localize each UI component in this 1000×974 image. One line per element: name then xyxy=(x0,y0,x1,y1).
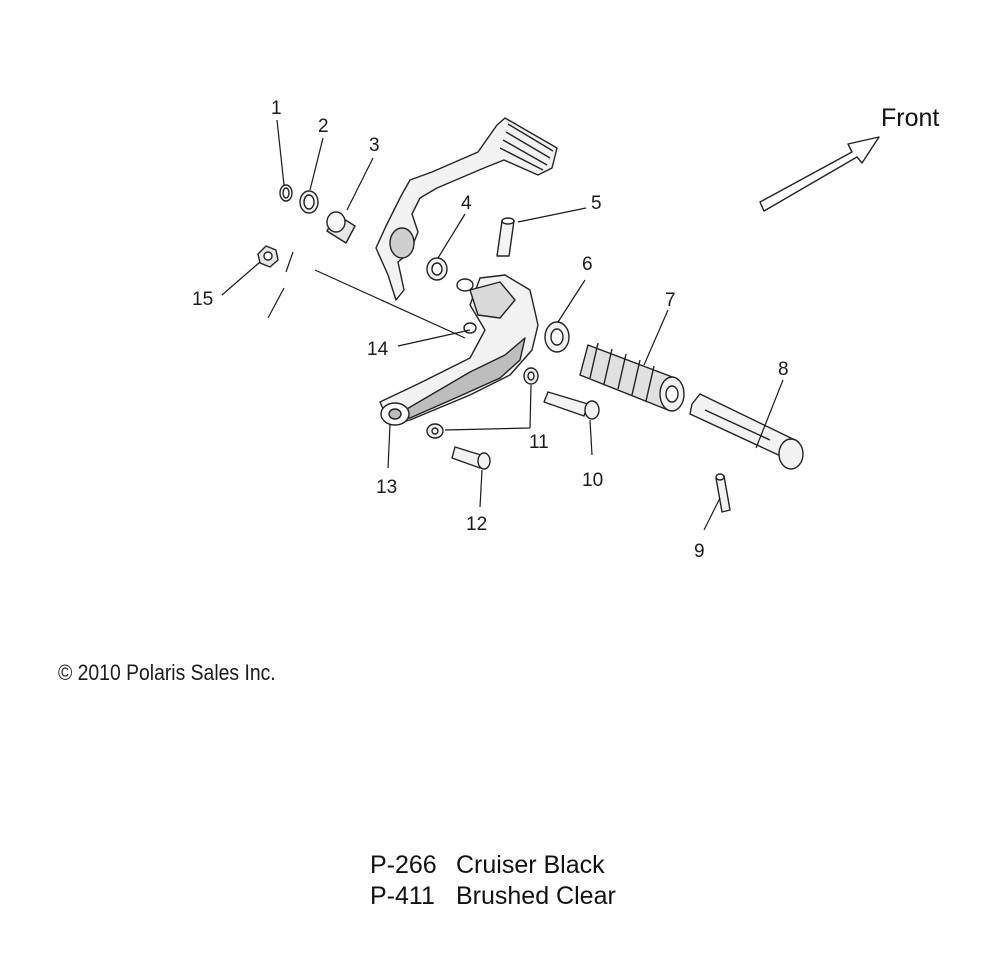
front-label: Front xyxy=(881,104,939,132)
part-5-pin xyxy=(496,217,515,257)
callout-6: 6 xyxy=(582,254,593,275)
callout-15: 15 xyxy=(192,289,213,310)
part-2-washer xyxy=(299,190,319,214)
finish-name: Cruiser Black xyxy=(456,851,605,879)
callout-7: 7 xyxy=(665,290,676,311)
copyright-notice: © 2010 Polaris Sales Inc. xyxy=(58,660,276,685)
part-15-nut xyxy=(257,245,279,268)
callout-10: 10 xyxy=(582,470,603,491)
callout-4: 4 xyxy=(461,193,472,214)
leader-lines xyxy=(221,119,784,531)
part-3-bushing xyxy=(326,211,356,244)
part-9-set-screw xyxy=(715,473,731,513)
part-1-snap-ring xyxy=(279,184,293,202)
finish-codes-table: P-266 Cruiser Black P-411 Brushed Clear xyxy=(370,850,616,912)
brake-pedal-lever xyxy=(375,117,558,301)
callout-1: 1 xyxy=(271,98,282,119)
part-8-footpeg-pin xyxy=(689,393,804,470)
callout-11: 11 xyxy=(529,432,549,453)
callout-14: 14 xyxy=(367,339,389,360)
callout-12: 12 xyxy=(466,514,487,535)
part-4-washer xyxy=(426,257,448,281)
callout-numbers: 1 2 3 4 5 6 7 8 9 10 11 12 13 14 15 xyxy=(192,98,789,562)
finish-row: P-411 Brushed Clear xyxy=(370,881,616,912)
callout-9: 9 xyxy=(694,541,705,562)
callout-3: 3 xyxy=(369,135,380,156)
finish-code: P-411 xyxy=(370,882,435,910)
part-11-washers xyxy=(426,367,539,439)
callout-8: 8 xyxy=(778,359,789,380)
callout-2: 2 xyxy=(318,116,329,137)
finish-name: Brushed Clear xyxy=(456,882,616,910)
part-6-washer xyxy=(544,321,570,353)
part-10-bolt xyxy=(543,391,600,420)
part-7-footpeg-rubber xyxy=(579,342,685,412)
footpeg-bracket xyxy=(379,274,539,426)
finish-code: P-266 xyxy=(370,851,437,879)
part-12-bolt xyxy=(451,446,491,470)
callout-5: 5 xyxy=(591,193,602,214)
callout-13: 13 xyxy=(376,477,397,498)
finish-row: P-266 Cruiser Black xyxy=(370,850,616,881)
front-arrow-icon xyxy=(759,136,880,212)
